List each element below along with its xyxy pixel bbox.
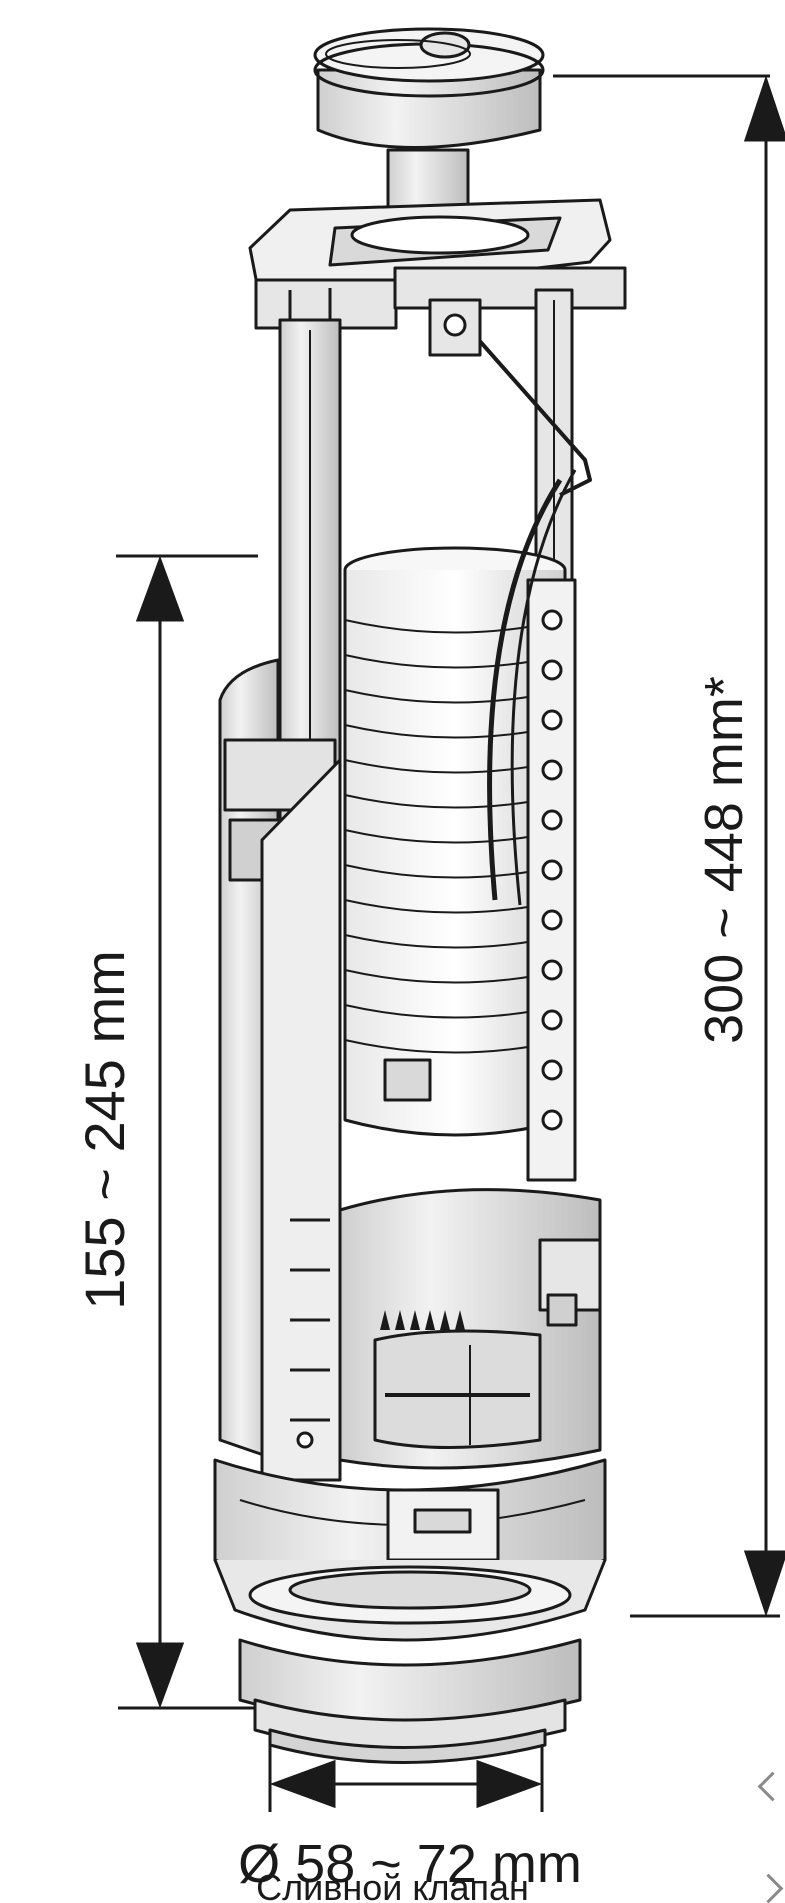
height-adjust-rack (526, 578, 577, 1182)
push-button (313, 27, 545, 149)
overflow-bellows (343, 546, 567, 1137)
base-clamp-ring (213, 1458, 607, 1642)
dimension-base-diameter (268, 1722, 544, 1812)
threaded-outlet (238, 1638, 582, 1764)
outer-cylinder (218, 658, 342, 1482)
label-total-height: 300 ~ 448 mm* (694, 676, 754, 1044)
flush-valve-drawing (213, 27, 627, 1764)
lever-arm (428, 298, 592, 906)
valve-housing (338, 1188, 602, 1470)
label-overflow-height: 155 ~ 245 mm (73, 950, 136, 1310)
top-guide-frame (248, 198, 627, 330)
product-caption: Сливной клапан (256, 1868, 529, 1902)
label-base-diameter: Ø 58 ~ 72 mm (238, 1834, 582, 1894)
dimension-overflow-height (116, 554, 262, 1710)
dimension-total-height (553, 74, 785, 1618)
